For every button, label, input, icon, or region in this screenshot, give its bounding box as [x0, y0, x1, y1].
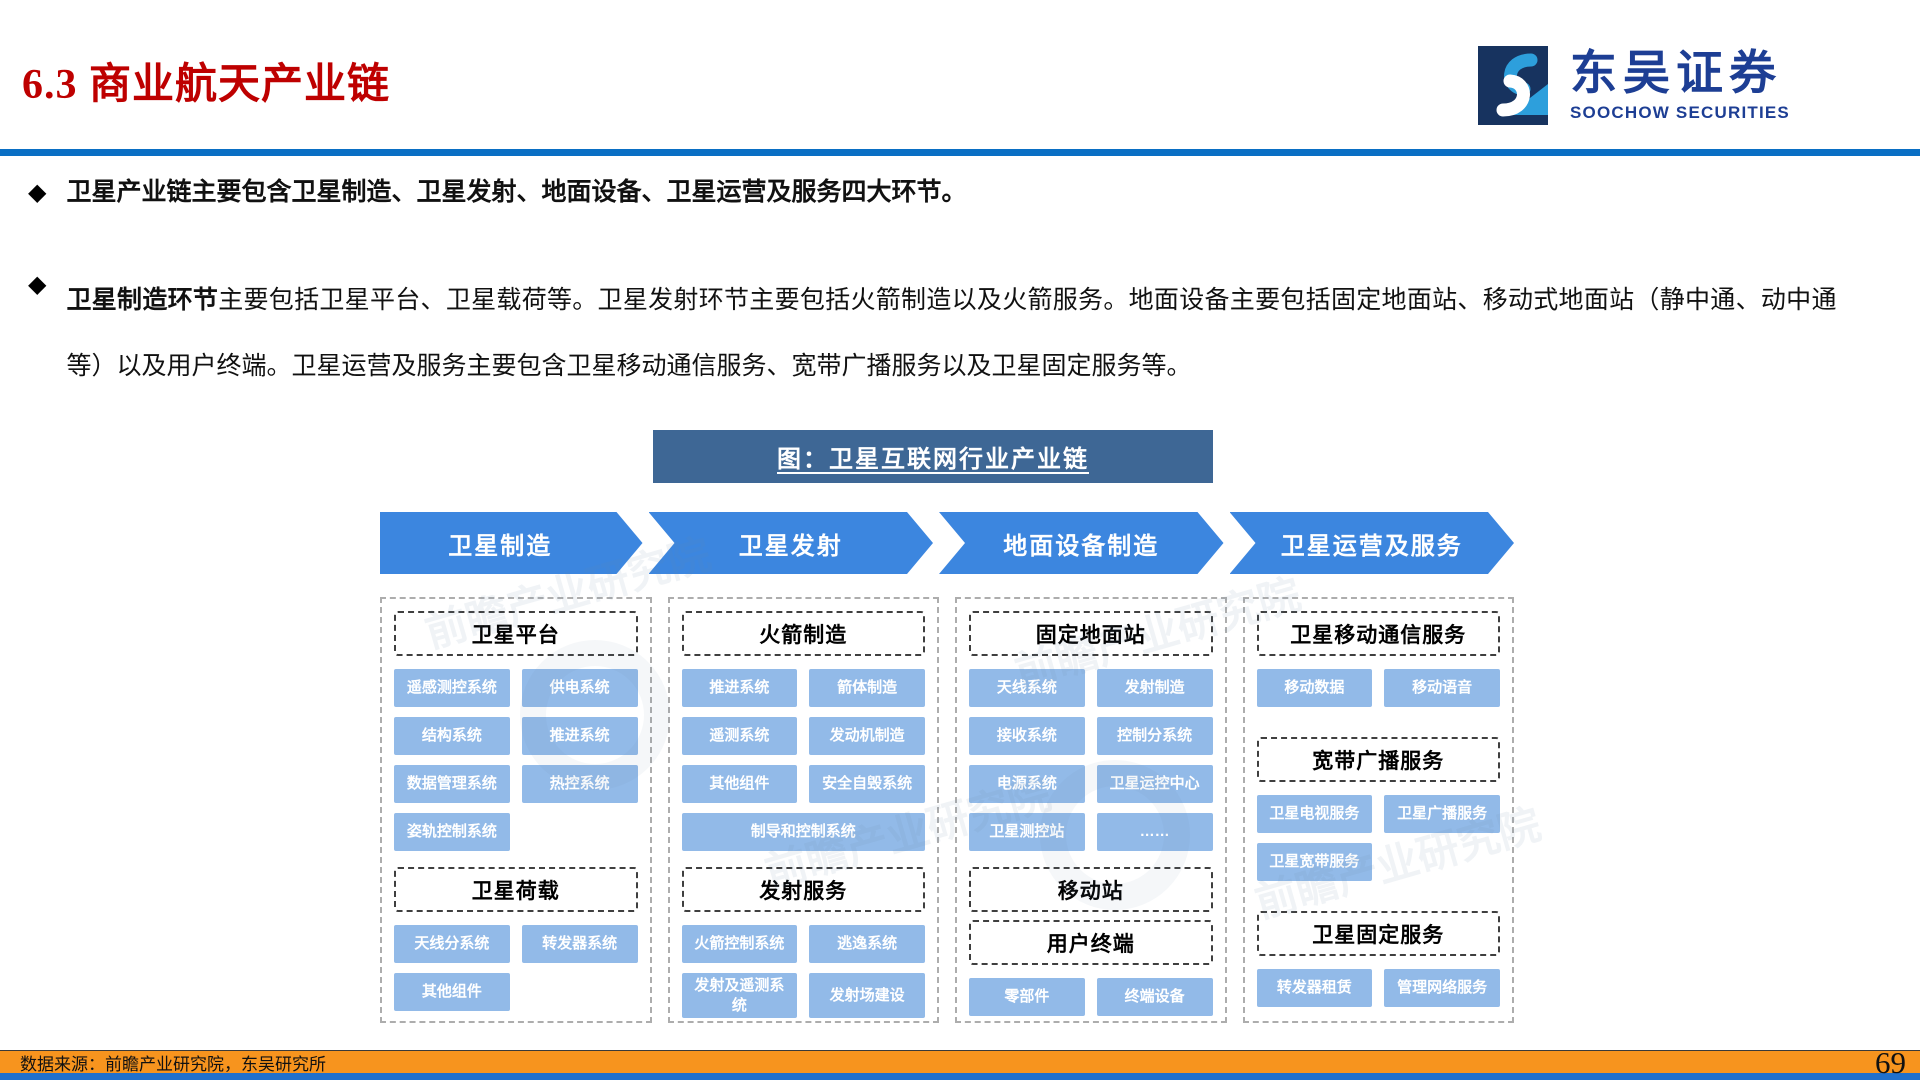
chain-item: 发射及遥测系统: [681, 973, 798, 1018]
data-source-note: 数据来源：前瞻产业研究院，东吴研究所: [20, 1054, 326, 1074]
chain-item: 其他组件: [681, 765, 798, 803]
chain-item: 卫星电视服务: [1256, 795, 1373, 833]
stage-arrow-0: 卫星制造: [380, 512, 643, 574]
figure-title: 图：卫星互联网行业产业链: [653, 430, 1213, 483]
chain-item: 电源系统: [969, 765, 1085, 803]
chain-item: 卫星宽带服务: [1256, 843, 1373, 881]
chain-column-2: 固定地面站天线系统发射制造接收系统控制分系统电源系统卫星运控中心卫星测控站 …… 移…: [955, 597, 1227, 1023]
chain-item: 发动机制造: [809, 717, 925, 755]
logo-name-cn: 东吴证券: [1570, 48, 1782, 100]
chain-item: 火箭控制系统: [681, 925, 798, 963]
chain-item: 控制分系统: [1096, 717, 1213, 755]
chain-item: 卫星广播服务: [1384, 795, 1500, 833]
section-title: 宽带广播服务: [1256, 737, 1500, 782]
soochow-logo-icon: [1478, 46, 1548, 125]
chain-item: 箭体制造: [809, 669, 925, 707]
stage-arrow-1: 卫星发射: [649, 512, 934, 574]
chain-column-1: 火箭制造推进系统箭体制造遥测系统发动机制造其他组件安全自毁系统制导和控制系统发射…: [667, 597, 939, 1023]
chain-column-0: 卫星平台遥感测控系统供电系统结构系统推进系统数据管理系统热控系统姿轨控制系统卫星…: [380, 597, 652, 1023]
diamond-bullet-icon: ◆: [28, 271, 47, 298]
chain-item: 制导和控制系统: [681, 813, 925, 851]
chain-item: 推进系统: [521, 717, 638, 755]
section-title: 卫星荷载: [394, 867, 638, 912]
section-items: 零部件终端设备: [969, 978, 1213, 1016]
chain-item: 卫星测控站: [969, 813, 1085, 851]
section-title: 用户终端: [969, 920, 1213, 965]
chain-item: 遥感测控系统: [394, 669, 510, 707]
bullet-point-2: ◆ 卫星制造环节主要包括卫星平台、卫星载荷等。卫星发射环节主要包括火箭制造以及火…: [28, 268, 1858, 400]
chain-section: 火箭制造推进系统箭体制造遥测系统发动机制造其他组件安全自毁系统制导和控制系统: [681, 611, 925, 851]
chain-item: 安全自毁系统: [809, 765, 925, 803]
chain-item: 终端设备: [1096, 978, 1213, 1016]
section-title: 卫星固定服务: [1256, 911, 1500, 956]
footer-bar: 数据来源：前瞻产业研究院，东吴研究所: [0, 1050, 1920, 1074]
chain-item: 热控系统: [521, 765, 638, 803]
chain-item: 其他组件: [394, 973, 510, 1011]
page-title: 6.3 商业航天产业链: [22, 62, 391, 108]
page-number: 69: [1875, 1045, 1906, 1080]
chain-section: 移动站: [969, 867, 1213, 912]
bullet-1-text: 卫星产业链主要包含卫星制造、卫星发射、地面设备、卫星运营及服务四大环节。: [66, 179, 967, 206]
section-items: 卫星电视服务卫星广播服务卫星宽带服务: [1256, 795, 1500, 881]
chain-item: 推进系统: [681, 669, 798, 707]
section-items: 天线系统发射制造接收系统控制分系统电源系统卫星运控中心卫星测控站 ……: [969, 669, 1213, 851]
chain-section: 用户终端零部件终端设备: [969, 920, 1213, 1016]
logo-name-en: SOOCHOW SECURITIES: [1570, 103, 1790, 122]
chain-columns: 卫星平台遥感测控系统供电系统结构系统推进系统数据管理系统热控系统姿轨控制系统卫星…: [380, 597, 1514, 1023]
stage-arrow-3: 卫星运营及服务: [1230, 512, 1515, 574]
chain-section: 宽带广播服务卫星电视服务卫星广播服务卫星宽带服务: [1256, 737, 1500, 881]
chain-item: 卫星运控中心: [1096, 765, 1213, 803]
section-title: 卫星移动通信服务: [1256, 611, 1500, 656]
chain-item: 天线分系统: [394, 925, 510, 963]
section-title: 发射服务: [681, 867, 925, 912]
header-divider: [0, 149, 1920, 156]
bullet-2-rest-run: 主要包括卫星平台、卫星载荷等。卫星发射环节主要包括火箭制造以及火箭服务。地面设备…: [66, 287, 1837, 380]
chain-section: 卫星移动通信服务移动数据移动语音: [1256, 611, 1500, 707]
chain-section: 卫星平台遥感测控系统供电系统结构系统推进系统数据管理系统热控系统姿轨控制系统: [394, 611, 638, 851]
chain-section: 卫星荷载天线分系统转发器系统其他组件: [394, 867, 638, 1011]
chain-section: 固定地面站天线系统发射制造接收系统控制分系统电源系统卫星运控中心卫星测控站 ……: [969, 611, 1213, 851]
section-items: 移动数据移动语音: [1256, 669, 1500, 707]
chain-item: 接收系统: [969, 717, 1085, 755]
chain-item: 移动语音: [1384, 669, 1500, 707]
bullet-2-bold-run: 卫星制造环节: [66, 287, 219, 314]
section-title: 火箭制造: [681, 611, 925, 656]
chain-item: 零部件: [969, 978, 1085, 1016]
chain-item: 发射场建设: [809, 973, 925, 1018]
chain-item: 管理网络服务: [1384, 969, 1500, 1007]
chain-stage-arrows: 卫星制造卫星发射地面设备制造卫星运营及服务: [380, 512, 1514, 574]
section-title: 固定地面站: [969, 611, 1213, 656]
chain-item: 转发器系统: [521, 925, 638, 963]
section-title: 移动站: [969, 867, 1213, 912]
chain-item: 天线系统: [969, 669, 1085, 707]
chain-section: 发射服务火箭控制系统逃逸系统发射及遥测系统发射场建设: [681, 867, 925, 1018]
section-title: 卫星平台: [394, 611, 638, 656]
section-items: 转发器租赁管理网络服务: [1256, 969, 1500, 1007]
chain-item: 逃逸系统: [809, 925, 925, 963]
diamond-bullet-icon: ◆: [28, 179, 47, 206]
section-items: 推进系统箭体制造遥测系统发动机制造其他组件安全自毁系统制导和控制系统: [681, 669, 925, 851]
chain-item: 移动数据: [1256, 669, 1373, 707]
chain-item: 姿轨控制系统: [394, 813, 510, 851]
chain-item: 发射制造: [1096, 669, 1213, 707]
bullet-2-text: 卫星制造环节主要包括卫星平台、卫星载荷等。卫星发射环节主要包括火箭制造以及火箭服…: [66, 268, 1836, 400]
chain-item: 数据管理系统: [394, 765, 510, 803]
section-items: 遥感测控系统供电系统结构系统推进系统数据管理系统热控系统姿轨控制系统: [394, 669, 638, 851]
chain-item: 供电系统: [521, 669, 638, 707]
section-items: 火箭控制系统逃逸系统发射及遥测系统发射场建设: [681, 925, 925, 1018]
chain-item: 结构系统: [394, 717, 510, 755]
chain-item: 遥测系统: [681, 717, 798, 755]
chain-section: 卫星固定服务转发器租赁管理网络服务: [1256, 911, 1500, 1007]
bullet-point-1: ◆ 卫星产业链主要包含卫星制造、卫星发射、地面设备、卫星运营及服务四大环节。: [28, 176, 1428, 210]
chain-item: ……: [1096, 813, 1213, 851]
section-items: 天线分系统转发器系统其他组件: [394, 925, 638, 1011]
chain-column-3: 卫星移动通信服务移动数据移动语音宽带广播服务卫星电视服务卫星广播服务卫星宽带服务…: [1242, 597, 1514, 1023]
bottom-accent-bar: [0, 1073, 1920, 1080]
chain-item: 转发器租赁: [1256, 969, 1373, 1007]
company-logo: 东吴证券 SOOCHOW SECURITIES: [1478, 46, 1790, 125]
stage-arrow-2: 地面设备制造: [939, 512, 1224, 574]
